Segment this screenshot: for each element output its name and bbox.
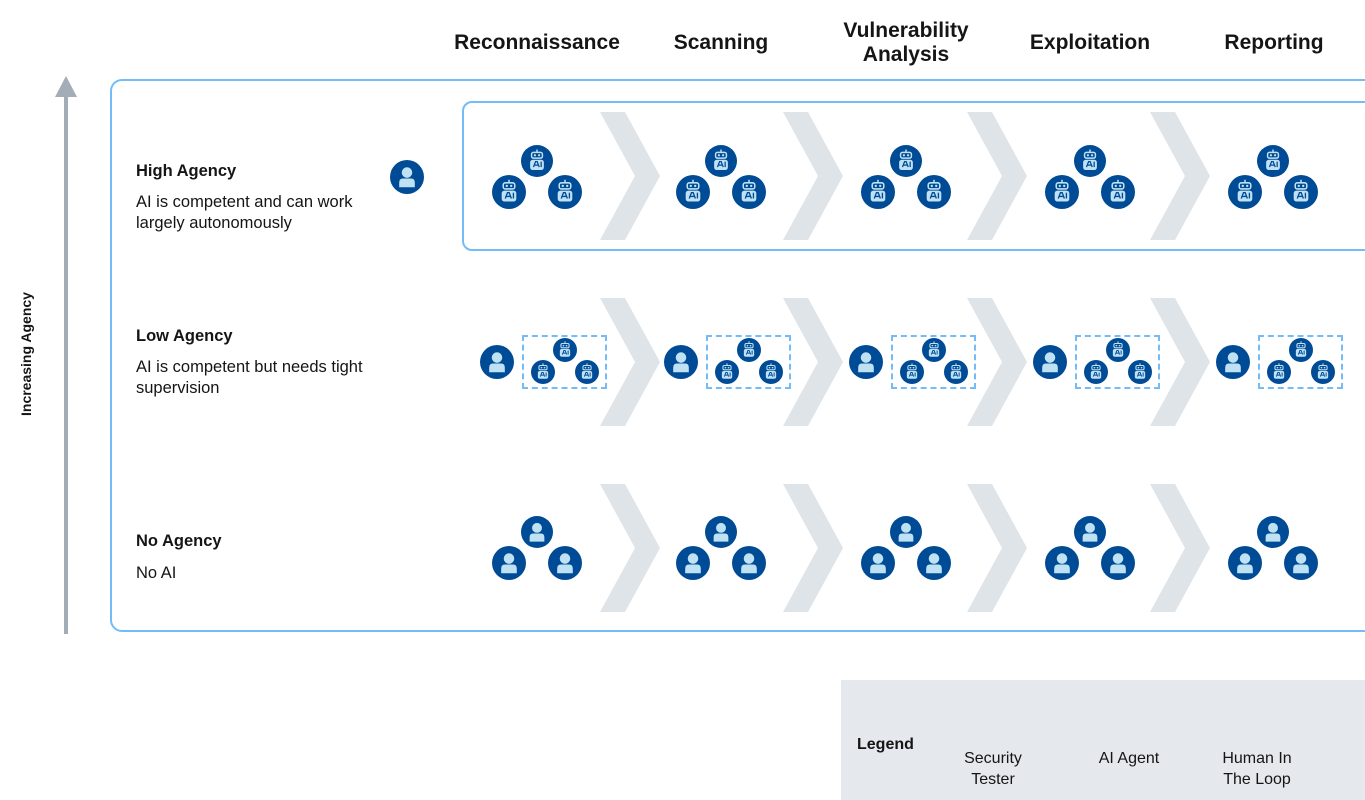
ai-supervision-box bbox=[1258, 335, 1343, 389]
security-tester-icon bbox=[1228, 546, 1262, 580]
security-tester-icon bbox=[1101, 546, 1135, 580]
ai-agent-icon bbox=[1257, 145, 1289, 177]
chevron-icon bbox=[967, 112, 1027, 240]
ai-agent-icon bbox=[521, 145, 553, 177]
ai-agent-icon bbox=[900, 360, 924, 384]
ai-agent-icon bbox=[890, 145, 922, 177]
ai-supervision-box bbox=[522, 335, 607, 389]
ai-agent-icon bbox=[1228, 175, 1262, 209]
stage-header-scanning: Scanning bbox=[673, 31, 769, 54]
security-tester-icon bbox=[676, 546, 710, 580]
high-agency-frame bbox=[462, 101, 1365, 251]
security-tester-icon bbox=[1033, 345, 1067, 379]
stage-header-reporting: Reporting bbox=[1224, 31, 1324, 54]
security-tester-icon bbox=[1216, 345, 1250, 379]
high-agency-title: High Agency bbox=[136, 162, 237, 180]
ai-agent-icon bbox=[1101, 175, 1135, 209]
chevron-icon bbox=[600, 298, 660, 426]
chevron-icon bbox=[1150, 298, 1210, 426]
ai-agent-icon bbox=[492, 175, 526, 209]
ai-agent-icon bbox=[1267, 360, 1291, 384]
security-tester-icon bbox=[917, 546, 951, 580]
chevron-icon bbox=[783, 298, 843, 426]
ai-agent-icon bbox=[1084, 360, 1108, 384]
security-tester-icon bbox=[1257, 516, 1289, 548]
ai-agent-icon bbox=[531, 360, 555, 384]
security-tester-icon bbox=[861, 546, 895, 580]
legend-label-ai-agent: AI Agent bbox=[1098, 750, 1160, 767]
ai-agent-icon bbox=[922, 338, 946, 362]
chevron-icon bbox=[1150, 484, 1210, 612]
ai-agent-icon bbox=[705, 145, 737, 177]
security-tester-icon bbox=[1284, 546, 1318, 580]
ai-agent-icon bbox=[1289, 338, 1313, 362]
chevron-icon bbox=[1150, 112, 1210, 240]
agency-matrix-frame bbox=[110, 79, 1365, 632]
ai-agent-icon bbox=[861, 175, 895, 209]
legend: Legend Security Tester AI Agent Human In… bbox=[841, 680, 1365, 800]
security-tester-icon bbox=[890, 516, 922, 548]
security-tester-icon bbox=[664, 345, 698, 379]
stage-header-reconnaissance: Reconnaissance bbox=[454, 31, 620, 54]
ai-agent-icon bbox=[1074, 145, 1106, 177]
ai-agent-icon bbox=[944, 360, 968, 384]
ai-agent-icon bbox=[737, 338, 761, 362]
no-agency-title: No Agency bbox=[136, 532, 222, 550]
ai-agent-icon bbox=[759, 360, 783, 384]
chevron-icon bbox=[600, 112, 660, 240]
ai-supervision-box bbox=[891, 335, 976, 389]
stage-header-exploitation: Exploitation bbox=[1029, 31, 1151, 54]
security-tester-icon bbox=[849, 345, 883, 379]
ai-agent-icon bbox=[732, 175, 766, 209]
ai-agent-icon bbox=[1106, 338, 1130, 362]
ai-agent-icon bbox=[1045, 175, 1079, 209]
chevron-icon bbox=[967, 484, 1027, 612]
chevron-icon bbox=[783, 484, 843, 612]
legend-title: Legend bbox=[857, 736, 914, 753]
security-tester-icon bbox=[1074, 516, 1106, 548]
security-tester-icon bbox=[521, 516, 553, 548]
security-tester-icon bbox=[548, 546, 582, 580]
low-agency-description: AI is competent but needs tight supervis… bbox=[136, 358, 363, 397]
agency-axis-arrow bbox=[55, 76, 77, 634]
security-tester-icon bbox=[390, 160, 424, 194]
ai-supervision-box bbox=[1075, 335, 1160, 389]
chevron-icon bbox=[967, 298, 1027, 426]
security-tester-icon bbox=[732, 546, 766, 580]
security-tester-icon bbox=[480, 345, 514, 379]
ai-agent-icon bbox=[1284, 175, 1318, 209]
legend-label-security-tester: Security Tester bbox=[964, 750, 1022, 788]
high-agency-description: AI is competent and can work largely aut… bbox=[136, 193, 353, 232]
ai-agent-icon bbox=[1128, 360, 1152, 384]
ai-agent-icon bbox=[917, 175, 951, 209]
security-tester-icon bbox=[705, 516, 737, 548]
ai-agent-icon bbox=[553, 338, 577, 362]
no-agency-description: No AI bbox=[136, 564, 177, 582]
ai-agent-icon bbox=[1311, 360, 1335, 384]
low-agency-title: Low Agency bbox=[136, 327, 233, 345]
chevron-icon bbox=[783, 112, 843, 240]
legend-label-human-in-the-loop: Human In The Loop bbox=[1222, 750, 1292, 788]
ai-agent-icon bbox=[676, 175, 710, 209]
ai-supervision-box bbox=[706, 335, 791, 389]
ai-agent-icon bbox=[575, 360, 599, 384]
security-tester-icon bbox=[1045, 546, 1079, 580]
ai-agent-icon bbox=[715, 360, 739, 384]
stage-header-vulnerability-analysis: Vulnerability Analysis bbox=[843, 19, 969, 66]
ai-agent-icon bbox=[548, 175, 582, 209]
chevron-icon bbox=[600, 484, 660, 612]
security-tester-icon bbox=[492, 546, 526, 580]
